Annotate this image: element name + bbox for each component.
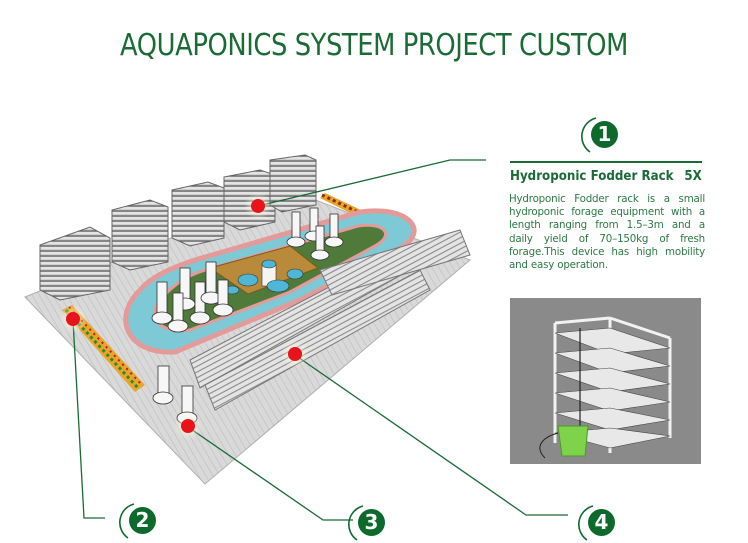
badge-number: 2 <box>129 507 156 534</box>
callout-badge-3[interactable]: 3 <box>351 503 391 543</box>
vertical-tower-planters <box>151 207 344 425</box>
product-name: Hydroponic Fodder Rack <box>510 168 674 184</box>
nft-pipe-racks <box>189 229 471 411</box>
water-tanks <box>224 259 304 295</box>
water-bucket <box>557 425 589 457</box>
fodder-rack <box>111 199 169 271</box>
detail-panel-heading: Hydroponic Fodder Rack 5X <box>510 168 702 184</box>
callout-badge-4[interactable]: 4 <box>581 503 621 543</box>
fodder-rack <box>39 226 111 301</box>
badge-number: 3 <box>358 509 385 536</box>
hotspot-marker-3[interactable] <box>181 419 195 433</box>
hotspot-marker-2[interactable] <box>66 312 80 326</box>
badge-arcs <box>119 117 597 541</box>
callout-line-4 <box>294 354 568 516</box>
panel-divider <box>510 161 702 163</box>
badge-number: 4 <box>588 509 615 536</box>
callout-badge-2[interactable]: 2 <box>122 501 162 541</box>
page-title: AQUAPONICS SYSTEM PROJECT CUSTOM <box>120 28 628 63</box>
fodder-rack <box>171 181 225 247</box>
hotspot-marker-1[interactable] <box>251 199 265 213</box>
badge-number: 1 <box>591 121 618 148</box>
callout-line-1 <box>257 159 486 207</box>
hotspot-marker-4[interactable] <box>288 347 302 361</box>
hotspot-markers <box>59 192 309 440</box>
callout-line-2 <box>72 319 105 519</box>
fodder-rack <box>269 154 317 213</box>
fodder-rack-photo <box>510 298 701 464</box>
product-quantity: 5X <box>684 168 702 184</box>
callout-line-3 <box>187 426 353 521</box>
callout-badge-1[interactable]: 1 <box>584 115 624 155</box>
callout-lines <box>72 159 568 521</box>
product-description: Hydroponic Fodder rack is a small hydrop… <box>509 193 705 272</box>
